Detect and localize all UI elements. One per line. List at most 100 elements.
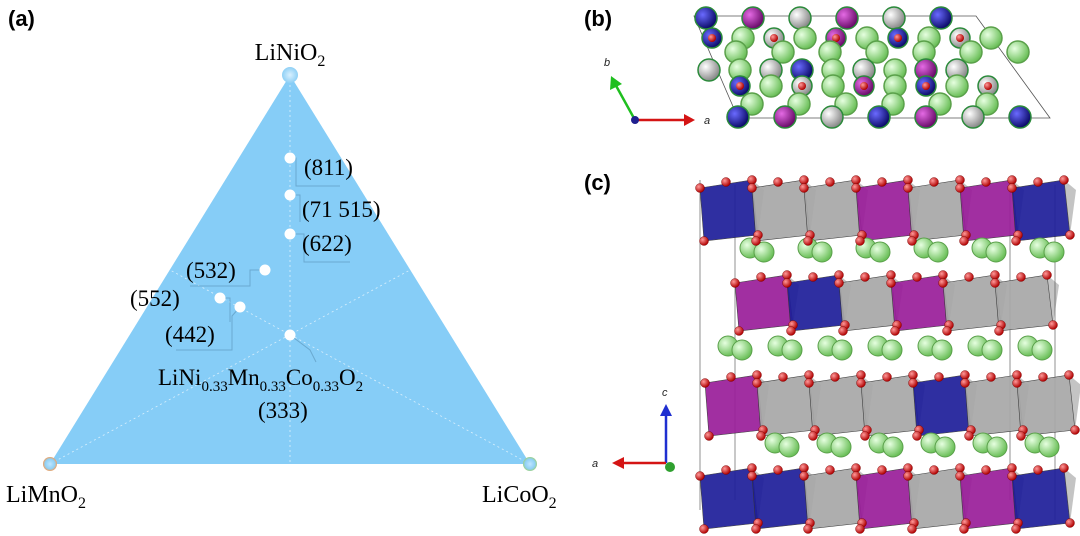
- oxygen-atom: [756, 431, 766, 441]
- oxygen-atom: [994, 326, 1004, 336]
- oxygen-atom: [862, 425, 872, 435]
- octahedron-face: [734, 274, 794, 332]
- vertex-top-marker: [282, 67, 298, 83]
- oxygen-atom: [961, 230, 971, 240]
- lithium-atom: [979, 26, 1003, 50]
- lithium-atom: [1017, 335, 1039, 357]
- oxygen-atom: [929, 177, 939, 187]
- oxygen-atom: [986, 372, 996, 382]
- oxygen-atom: [934, 372, 944, 382]
- octahedron-face: [704, 374, 764, 437]
- oxygen-atom: [840, 320, 850, 330]
- oxygen-atom: [938, 270, 948, 280]
- oxygen-atom: [786, 326, 796, 336]
- octahedron-face: [890, 274, 950, 332]
- oxygen-atom: [996, 320, 1006, 330]
- octahedron-face: [699, 467, 759, 530]
- oxygen-atom: [721, 465, 731, 475]
- oxygen-atom: [1070, 425, 1080, 435]
- oxygen-atom: [855, 236, 865, 246]
- axis-b-label: b: [604, 57, 610, 69]
- oxygen-atom: [912, 272, 922, 282]
- lithium-atom: [1038, 436, 1060, 458]
- lithium-atom: [831, 339, 853, 361]
- axis-a-label-c: a: [592, 458, 598, 470]
- oxygen-atom: [1012, 370, 1022, 380]
- oxygen-atom: [1011, 524, 1021, 534]
- metal-atom: [697, 58, 721, 82]
- oxygen-atom: [966, 425, 976, 435]
- label-center-formula: LiNi0.33Mn0.33Co0.33O2: [158, 365, 363, 395]
- octahedron-face: [803, 179, 863, 242]
- oxygen-atom: [959, 524, 969, 534]
- oxygen-atom: [1013, 518, 1023, 528]
- metal-atom: [853, 75, 875, 97]
- metal-atom: [882, 6, 906, 30]
- oxygen-atom: [908, 378, 918, 388]
- oxygen-atom: [770, 34, 778, 42]
- octahedron-face: [838, 274, 898, 332]
- oxygen-atom: [799, 175, 809, 185]
- oxygen-atom: [747, 463, 757, 473]
- octahedron-face: [756, 374, 816, 437]
- lithium-atom: [811, 241, 833, 263]
- metal-atom: [961, 105, 985, 129]
- oxygen-atom: [960, 370, 970, 380]
- oxygen-atom: [834, 270, 844, 280]
- oxygen-atom: [1016, 272, 1026, 282]
- lithium-atom: [881, 339, 903, 361]
- oxygen-atom: [851, 183, 861, 193]
- panel-label-a: (a): [8, 6, 35, 31]
- oxygen-atom: [805, 518, 815, 528]
- oxygen-atom: [857, 230, 867, 240]
- oxygen-atom: [1065, 518, 1075, 528]
- oxygen-atom: [877, 465, 887, 475]
- oxygen-atom: [752, 370, 762, 380]
- oxygen-atom: [1033, 465, 1043, 475]
- oxygen-atom: [894, 34, 902, 42]
- oxygen-atom: [908, 370, 918, 380]
- oxygen-atom: [753, 518, 763, 528]
- octahedron-face: [860, 374, 920, 437]
- lithium-atom: [821, 74, 845, 98]
- lithium-atom: [913, 237, 935, 259]
- axis-c-label: c: [662, 387, 668, 399]
- oxygen-atom: [799, 471, 809, 481]
- lithium-atom: [917, 26, 941, 50]
- lithium-atom: [739, 237, 761, 259]
- oxygen-atom: [914, 425, 924, 435]
- lattice-atoms-b: [694, 6, 1032, 129]
- metal-atom: [867, 105, 891, 129]
- oxygen-atom: [753, 230, 763, 240]
- lithium-atom: [868, 432, 890, 454]
- oxygen-atom: [805, 230, 815, 240]
- oxygen-atom: [804, 378, 814, 388]
- metal-atom: [949, 27, 971, 49]
- metal-atom: [763, 27, 785, 49]
- metal-atom: [915, 75, 937, 97]
- oxygen-atom: [1016, 431, 1026, 441]
- oxygen-atom: [798, 82, 806, 90]
- oxygen-atom: [984, 82, 992, 90]
- oxygen-atom: [1064, 370, 1074, 380]
- lithium-atom: [971, 237, 993, 259]
- oxygen-atom: [890, 326, 900, 336]
- octahedron-face: [959, 467, 1019, 530]
- oxygen-atom: [903, 175, 913, 185]
- point-622: [284, 228, 296, 240]
- oxygen-atom: [1007, 175, 1017, 185]
- vertex-left-marker: [43, 457, 57, 471]
- oxygen-atom: [700, 378, 710, 388]
- oxygen-atom: [909, 230, 919, 240]
- label-811: (811): [304, 155, 353, 180]
- oxygen-atom: [956, 34, 964, 42]
- lithium-atom: [945, 74, 969, 98]
- octahedron-face: [964, 374, 1024, 437]
- vertex-right-marker: [523, 457, 537, 471]
- oxygen-atom: [804, 370, 814, 380]
- point-811: [284, 152, 296, 164]
- oxygen-atom: [856, 378, 866, 388]
- oxygen-atom: [747, 183, 757, 193]
- oxygen-atom: [834, 278, 844, 288]
- oxygen-atom: [960, 378, 970, 388]
